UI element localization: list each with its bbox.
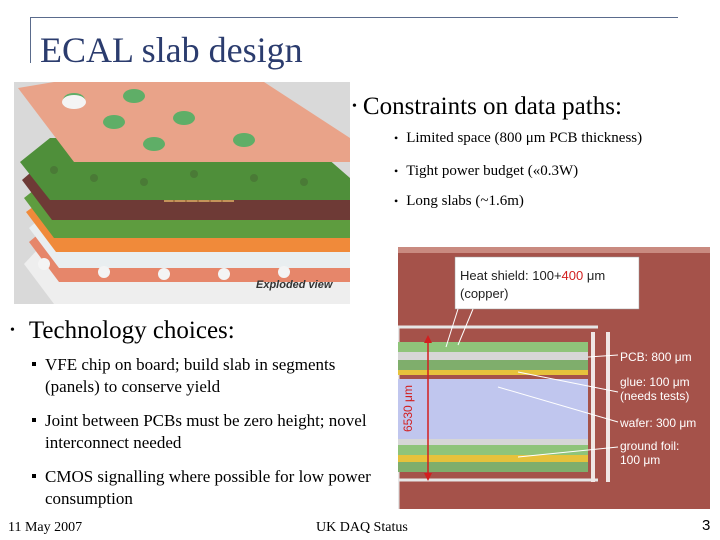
heat-shield-label: Heat shield: 100+ bbox=[460, 268, 562, 283]
footer-date: 11 May 2007 bbox=[8, 520, 83, 535]
square-bullet bbox=[32, 418, 36, 422]
footer-title: UK DAQ Status bbox=[316, 520, 408, 535]
constraints-heading: Constraints on data paths: bbox=[362, 93, 622, 120]
square-bullet bbox=[32, 474, 36, 478]
heat-shield-material: (copper) bbox=[460, 286, 508, 301]
bullet-dot: • bbox=[394, 164, 399, 178]
bullet-dot: • bbox=[394, 131, 399, 145]
constraint-item-text: Limited space (800 μm PCB thickness) bbox=[406, 130, 643, 146]
constraint-item: • Tight power budget («0.3W) bbox=[394, 162, 578, 180]
ground-foil-value: 100 μm bbox=[620, 453, 660, 467]
slab-height-label: 6530 μm bbox=[401, 385, 415, 432]
wafer-label: wafer: 300 μm bbox=[619, 416, 696, 430]
constraint-item: • Long slabs (~1.6m) bbox=[394, 192, 524, 210]
technology-item: CMOS signalling where possible for low p… bbox=[32, 466, 375, 510]
constraint-item: • Limited space (800 μm PCB thickness) bbox=[394, 129, 642, 147]
bullet-dot: • bbox=[352, 99, 357, 114]
constraint-item-text: Long slabs (~1.6m) bbox=[406, 193, 524, 209]
heat-shield-unit: μm bbox=[583, 268, 605, 283]
constraints-section: • Constraints on data paths: • Limited spa… bbox=[352, 92, 712, 209]
page-number: 3 bbox=[702, 517, 711, 534]
technology-heading-row: • Technology choices: bbox=[10, 316, 400, 346]
slide-title: ECAL slab design bbox=[40, 30, 303, 70]
technology-item-text: Joint between PCBs must be zero height; … bbox=[45, 411, 367, 452]
bullet-dot: • bbox=[394, 194, 399, 208]
glue-label: glue: 100 μm bbox=[620, 375, 690, 389]
title-frame-top-line bbox=[30, 17, 678, 18]
square-bullet bbox=[32, 362, 36, 366]
technology-heading: Technology choices: bbox=[28, 317, 235, 344]
technology-section: • Technology choices: VFE chip on board; … bbox=[10, 316, 400, 508]
title-frame-left-line bbox=[30, 17, 31, 63]
ground-foil-label: ground foil: bbox=[620, 439, 679, 453]
glue-note: (needs tests) bbox=[620, 389, 689, 403]
slab-cross-section-diagram: Heat shield: 100+400 μm (copper) 6530 μm… bbox=[398, 247, 710, 509]
svg-text:Heat shield: 100+400 μm: Heat shield: 100+400 μm bbox=[460, 268, 605, 283]
technology-item-text: CMOS signalling where possible for low p… bbox=[45, 467, 371, 508]
technology-item: Joint between PCBs must be zero height; … bbox=[32, 410, 375, 454]
exploded-view-label: Exploded view bbox=[256, 279, 334, 291]
constraints-heading-row: • Constraints on data paths: bbox=[352, 92, 712, 122]
bullet-dot: • bbox=[10, 323, 15, 338]
pcb-label: PCB: 800 μm bbox=[620, 350, 692, 364]
heat-shield-extra: 400 bbox=[562, 268, 584, 283]
exploded-view-image: Exploded view bbox=[14, 82, 350, 304]
technology-item: VFE chip on board; build slab in segment… bbox=[32, 354, 375, 398]
constraint-item-text: Tight power budget («0.3W) bbox=[406, 163, 579, 179]
technology-item-text: VFE chip on board; build slab in segment… bbox=[45, 355, 336, 396]
